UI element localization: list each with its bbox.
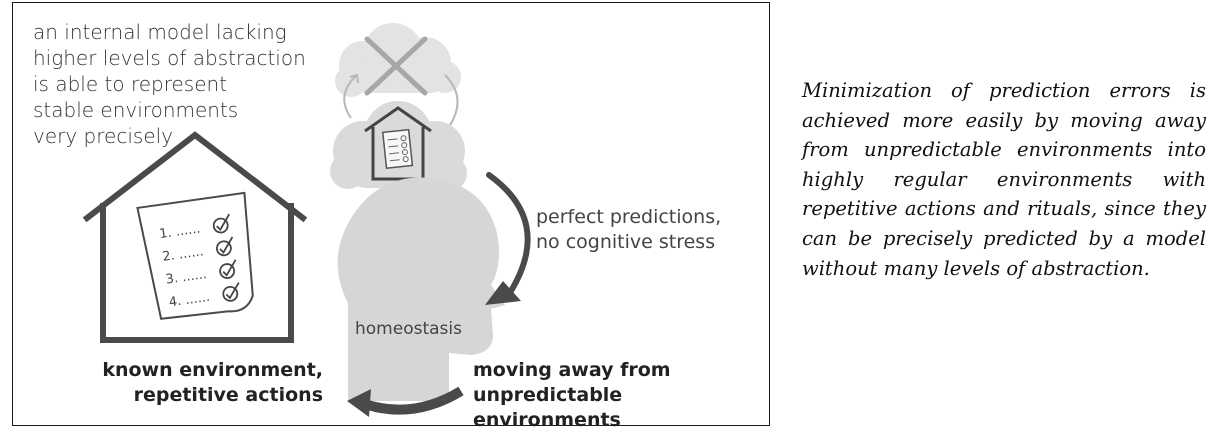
checklist-item-3: 3. ...... (165, 267, 208, 288)
homeostasis-label: homeostasis (355, 319, 462, 339)
checklist-item-2: 2. ...... (162, 244, 205, 265)
moving-away-label: moving away from unpredictable environme… (473, 359, 671, 431)
diagram-graphics: 1. ...... 2. ...... 3. ...... 4. ...... (82, 23, 531, 417)
caption-text: Minimization of prediction errors is ach… (802, 79, 1206, 280)
known-environment-label: known environment, repetitive actions (102, 359, 323, 406)
house-icon (82, 131, 308, 343)
head-icon (337, 177, 505, 401)
return-arrow-icon (347, 386, 464, 417)
checklist-item-4: 4. ...... (168, 290, 211, 311)
checklist-item-1: 1. ...... (158, 221, 201, 242)
model-cloud-icon (330, 101, 467, 191)
diagram-figure: 1. ...... 2. ...... 3. ...... 4. ...... (12, 2, 770, 431)
intro-text: an internal model lacking higher levels … (33, 20, 306, 148)
curved-arrow-icon (485, 172, 531, 305)
crossed-cloud-icon (335, 23, 461, 97)
checklist-icon: 1. ...... 2. ...... 3. ...... 4. ...... (136, 191, 254, 320)
perfect-predictions-label: perfect predictions, no cognitive stress (536, 206, 722, 253)
